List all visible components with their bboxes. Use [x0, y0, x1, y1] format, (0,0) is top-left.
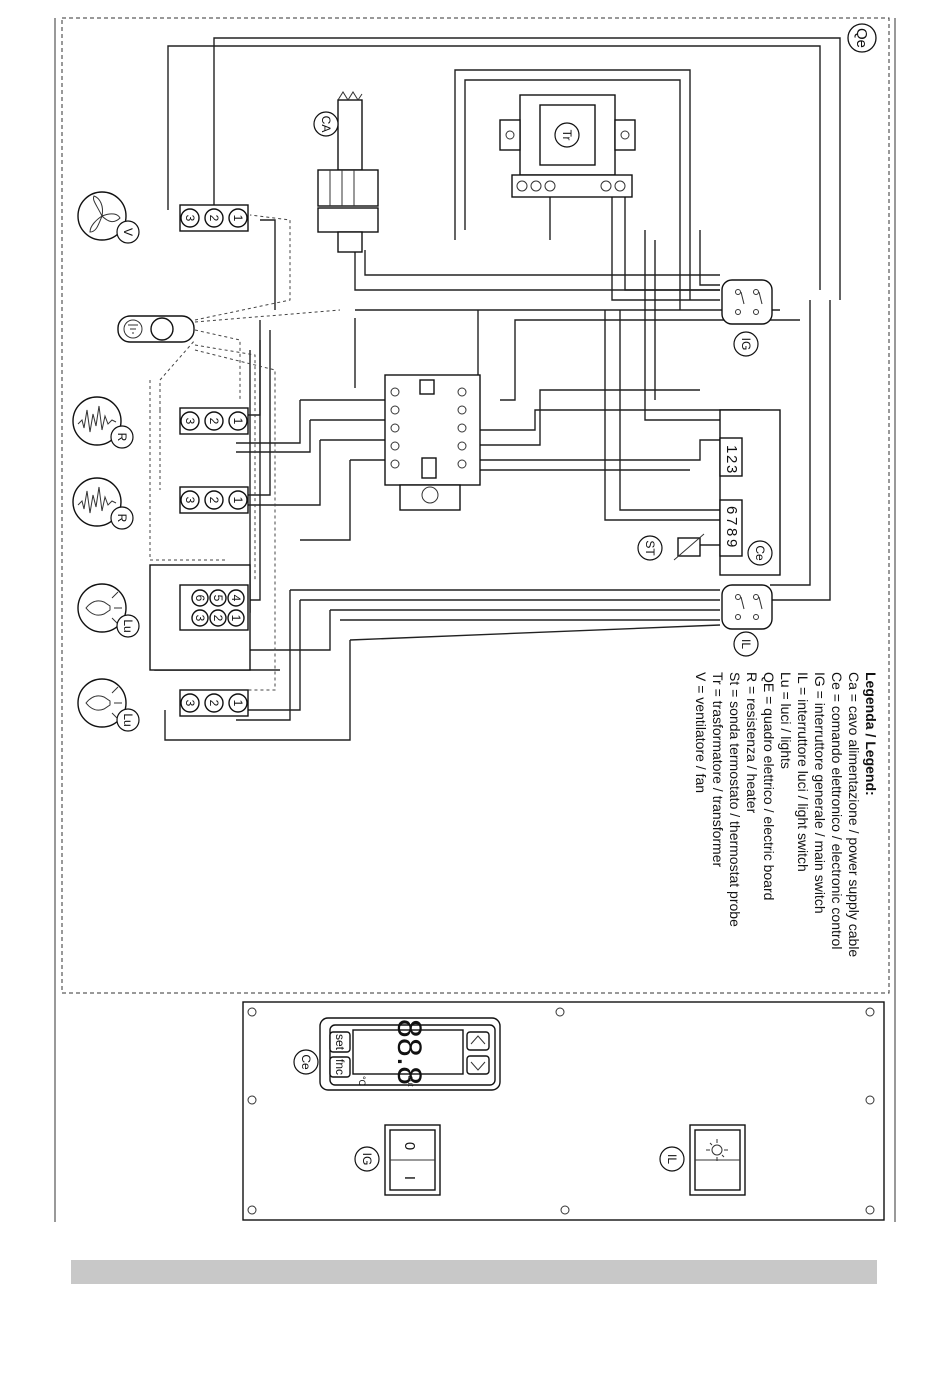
legend-title: Legenda / Legend:	[863, 672, 879, 796]
out-indicator-label: out	[406, 1075, 415, 1087]
il-label: IL	[733, 631, 759, 657]
display-readout: 88.8	[390, 1019, 428, 1085]
ig-label-text: IG	[739, 338, 753, 351]
legend-item-tr: Tr = trasformatore / transformer	[710, 672, 726, 867]
legend-item-st: St = sonda termostato / thermostat probe	[727, 672, 743, 927]
lights-pin-5: 5	[211, 595, 225, 602]
ce-label: Ce	[747, 540, 773, 566]
ce-bottom-terminal-6: 6	[723, 506, 740, 514]
ce-bottom-terminal-9: 9	[723, 539, 740, 547]
ca-label-text: CA	[319, 116, 333, 133]
light-1-icon: Lu	[77, 583, 140, 638]
lights-6pin-connector: 6 3 5 2 4 1	[149, 564, 251, 671]
heater-1-pin-2: 2	[207, 418, 221, 425]
il-panel-label: IL	[659, 1146, 685, 1172]
legend-item-qe: QE = quadro elettrico / electric board	[761, 672, 777, 900]
lights-3pin-connector: 3 2 1	[179, 689, 249, 717]
legend-item-v: V = ventilatore / fan	[693, 672, 709, 793]
controller-unit	[319, 1017, 501, 1091]
ig-panel-label-text: IG	[360, 1153, 374, 1166]
tr-label-text: Tr	[560, 130, 574, 141]
tr-label: Tr	[554, 122, 580, 148]
earth-wires	[149, 214, 341, 691]
lights-3pin-pin-2: 2	[207, 700, 221, 707]
fan-connector: 3 2 1	[179, 204, 249, 232]
lights-pin-4: 4	[229, 595, 243, 602]
ig-label: IG	[733, 331, 759, 357]
heater-2-pin-1: 1	[231, 497, 245, 504]
ig-panel-label: IG	[354, 1146, 380, 1172]
ce-bottom-terminal-8: 8	[723, 528, 740, 536]
thermostat-probe	[673, 533, 705, 561]
heater-2-pin-3: 3	[183, 497, 197, 504]
legend-item-lu: Lu = luci / lights	[778, 672, 794, 769]
legend-item-ca: Ca = cavo alimentazione / power supply c…	[846, 672, 862, 957]
legend-item-il: IL = interruttore luci / light switch	[795, 672, 811, 872]
heater-2-pin-2: 2	[207, 497, 221, 504]
fan-pin-1: 1	[231, 215, 245, 222]
lights-pin-1: 1	[229, 615, 243, 622]
lights-pin-6: 6	[193, 595, 207, 602]
set-key-label: set	[333, 1034, 347, 1051]
ca-label: CA	[313, 111, 339, 137]
ce-top-terminal-1: 1	[723, 445, 740, 453]
ce-panel-label-text: Ce	[299, 1054, 313, 1070]
legend-item-ce: Ce = comando elettronico / electronic co…	[829, 672, 845, 949]
main-rocker-switch	[384, 1124, 441, 1196]
r-label-2-text: R	[115, 514, 129, 523]
fan-pin-2: 2	[207, 215, 221, 222]
light-2-icon: Lu	[77, 678, 140, 732]
legend-item-ig: IG = interruttore generale / main switch	[812, 672, 828, 914]
r-label-1-text: R	[115, 433, 129, 442]
legend-item-r: R = resistenza / heater	[744, 672, 760, 814]
lights-3pin-pin-3: 3	[183, 700, 197, 707]
transformer	[499, 94, 636, 198]
il-label-text: IL	[739, 639, 753, 649]
st-label-text: ST	[643, 540, 657, 556]
main-switch-ig	[721, 279, 773, 325]
st-label: ST	[637, 535, 663, 561]
lights-pin-3: 3	[193, 615, 207, 622]
electric-board-frame	[61, 17, 890, 994]
footer-bar	[71, 1260, 877, 1284]
heater-1-pin-3: 3	[183, 418, 197, 425]
heater-1-pin-1: 1	[231, 418, 245, 425]
ce-bottom-terminal-7: 7	[723, 517, 740, 525]
heater-1-icon: R	[72, 396, 134, 449]
fan-pin-3: 3	[183, 215, 197, 222]
ce-panel-label: Ce	[293, 1049, 319, 1075]
heater-2-icon: R	[72, 477, 134, 530]
light-switch-bulb-icon	[706, 1139, 728, 1161]
heater-2-connector: 3 2 1	[179, 486, 249, 514]
lu-label-1-text: Lu	[121, 619, 135, 632]
main-switch-one: I	[401, 1176, 418, 1180]
heater-1-connector: 3 2 1	[179, 407, 249, 435]
earth-terminal	[117, 315, 195, 343]
lights-3pin-pin-1: 1	[231, 700, 245, 707]
il-panel-label-text: IL	[665, 1154, 679, 1164]
fnc-key-label: fnc	[333, 1059, 347, 1075]
ce-top-terminal-3: 3	[723, 465, 740, 473]
legend: Legenda / Legend: Ca = cavo alimentazion…	[693, 672, 879, 957]
lights-pin-2: 2	[211, 615, 225, 622]
ce-top-terminal-2: 2	[723, 455, 740, 463]
main-switch-zero: 0	[401, 1142, 418, 1150]
harness-wires	[154, 37, 841, 741]
qe-label-text: Qe	[853, 28, 870, 48]
unit-indicator-label: °C	[357, 1076, 367, 1087]
v-label-text: V	[121, 228, 135, 236]
light-switch-il	[721, 584, 773, 630]
power-supply-cable	[317, 91, 379, 253]
contactor-relay	[384, 374, 481, 511]
qe-label: Qe	[847, 23, 877, 53]
fan-icon: V	[77, 191, 140, 244]
ce-label-text: Ce	[753, 545, 767, 561]
lu-label-2-text: Lu	[121, 713, 135, 726]
